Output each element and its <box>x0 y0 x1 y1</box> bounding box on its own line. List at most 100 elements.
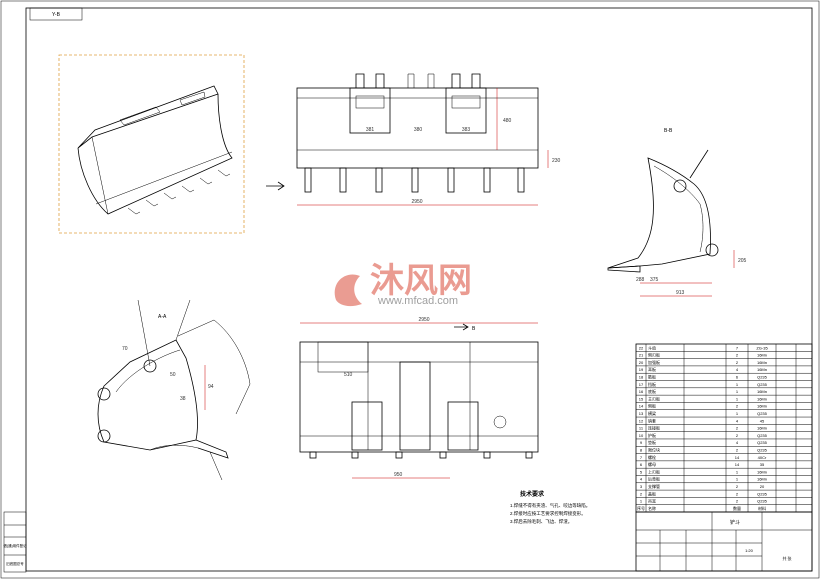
top-dim-bottom: 950 <box>394 472 403 478</box>
bom-cell-mat: 16Mn <box>757 389 767 394</box>
bom-cell-no: 4 <box>640 477 643 482</box>
bom-cell-name: 筋板 <box>648 373 656 379</box>
isometric-view <box>58 54 245 234</box>
bom-cell-qty: 1 <box>736 411 739 416</box>
watermark: 沐风网 www.mfcad.com <box>334 262 472 307</box>
bom-cell-mat: 16Mn <box>757 353 767 358</box>
front-view: 2950 381 380 383 480 230 <box>266 73 561 206</box>
bom-cell-name: 支撑管 <box>648 483 660 489</box>
top-dim-510: 510 <box>344 372 353 378</box>
bom-cell-mat: Q235 <box>757 440 768 445</box>
section-b-dim-4: 205 <box>738 258 747 264</box>
bom-cell-qty: 1 <box>736 469 739 474</box>
bom-cell-mat: 16Mn <box>757 426 767 431</box>
watermark-title: 沐风网 <box>370 262 472 300</box>
bom-cell-no: 9 <box>640 440 643 445</box>
bom-cell-no: 15 <box>639 396 644 401</box>
bom-cell-no: 20 <box>639 360 644 365</box>
bom-cell-no: 11 <box>639 426 644 431</box>
section-a-dim-1: 94 <box>208 384 214 390</box>
bom-cell-qty: 2 <box>736 448 739 453</box>
front-dim-right: 383 <box>462 127 471 133</box>
bom-cell-mat: 20 <box>760 484 765 489</box>
title-block: 铲斗 1:20 共 张 <box>635 511 813 572</box>
tech-note-line-1: 1.焊缝不得有夹渣、气孔、咬边等缺陷。 <box>510 502 590 509</box>
side-strip: 借(通)用件登记 旧底图总号 <box>3 511 27 573</box>
bom-cell-name: 护板 <box>648 432 656 438</box>
bom-cell-mat: Q235 <box>757 448 768 453</box>
bom-cell-name: 底板 <box>648 388 656 394</box>
bom-cell-name: 耳板 <box>648 366 656 372</box>
section-a-label: A-A <box>158 314 167 320</box>
bom-cell-mat: 16Mn <box>757 404 767 409</box>
bom-cell-mat: 45 <box>760 418 765 423</box>
tech-notes-title: 技术要求 <box>520 490 545 498</box>
bom-cell-qty: 2 <box>736 491 739 496</box>
bom-header-name: 名称 <box>648 505 656 511</box>
side-strip-label-1: 借(通)用件登记 <box>3 543 27 548</box>
corner-tag-box <box>29 7 83 21</box>
bom-cell-no: 7 <box>640 455 643 460</box>
bom-cell-qty: 7 <box>736 345 739 350</box>
section-b-dim-1: 375 <box>650 277 659 283</box>
bom-cell-name: 螺栓 <box>648 454 656 460</box>
bom-cell-no: 2 <box>640 491 643 496</box>
bom-cell-no: 12 <box>639 418 644 423</box>
bom-cell-qty: 2 <box>736 499 739 504</box>
bom-cell-no: 5 <box>640 469 643 474</box>
bom-cell-no: 18 <box>639 374 644 379</box>
bom-cell-qty: 1 <box>736 396 739 401</box>
bom-cell-mat: 16Mn <box>757 469 767 474</box>
drawing-scale: 1:20 <box>745 548 754 553</box>
bom-cell-name: 挡板 <box>648 381 656 387</box>
bom-cell-name: 加强板 <box>648 359 660 365</box>
section-a-dim-2: 70 <box>122 346 128 352</box>
bom-cell-no: 14 <box>639 404 644 409</box>
section-b-dim-3: 288 <box>636 277 645 283</box>
bom-cell-mat: 35 <box>760 462 765 467</box>
section-a-view: A-A 94 70 38 50 <box>97 299 251 481</box>
sheet-label: 共 张 <box>782 555 791 561</box>
bom-cell-qty: 14 <box>735 462 740 467</box>
front-width-dim: 2950 <box>411 199 422 205</box>
front-dim-left: 381 <box>366 127 375 133</box>
front-dim-mid: 380 <box>414 127 423 133</box>
bom-cell-no: 6 <box>640 462 643 467</box>
section-b-label: B-B <box>664 128 673 134</box>
bom-cell-name: 盖板 <box>648 490 656 496</box>
bom-cell-qty: 1 <box>736 389 739 394</box>
bom-cell-name: 限位块 <box>648 447 660 453</box>
bom-cell-qty: 1 <box>736 477 739 482</box>
bom-cell-name: 上刃板 <box>648 468 660 474</box>
bom-cell-mat: Q235 <box>757 374 768 379</box>
bom-cell-no: 1 <box>640 499 643 504</box>
bom-cell-name: 螺母 <box>648 461 656 467</box>
bom-cell-name: 销套 <box>648 417 656 423</box>
watermark-url: www.mfcad.com <box>377 295 458 307</box>
bom-cell-qty: 4 <box>736 418 739 423</box>
bom-cell-name: 侧板 <box>648 403 656 409</box>
bom-header-mat: 材料 <box>758 505 766 511</box>
bom-header-no: 序号 <box>637 505 645 511</box>
bom-cell-mat: 16Mn <box>757 396 767 401</box>
bom-cell-qty: 2 <box>736 426 739 431</box>
front-dim-side: 230 <box>552 158 561 164</box>
bom-cell-mat: 16Mn <box>757 477 767 482</box>
bom-cell-mat: Q235 <box>757 433 768 438</box>
bom-cell-no: 10 <box>639 433 644 438</box>
bom-cell-qty: 6 <box>736 374 739 379</box>
section-b-dim-2: 913 <box>676 290 685 296</box>
bom-cell-name: 斗齿 <box>648 344 656 350</box>
bom-cell-name: 垫板 <box>648 439 656 445</box>
bom-cell-mat: 16Mn <box>757 360 767 365</box>
bom-cell-mat: ZG-35 <box>756 345 768 350</box>
bom-cell-name: 主刃板 <box>648 395 660 401</box>
bom-cell-mat: Q235 <box>757 411 768 416</box>
bom-cell-qty: 14 <box>735 455 740 460</box>
top-width-dim: 2950 <box>418 317 429 323</box>
bom-cell-no: 21 <box>639 353 644 358</box>
bom-cell-no: 19 <box>639 367 644 372</box>
bom-cell-no: 22 <box>639 345 644 350</box>
